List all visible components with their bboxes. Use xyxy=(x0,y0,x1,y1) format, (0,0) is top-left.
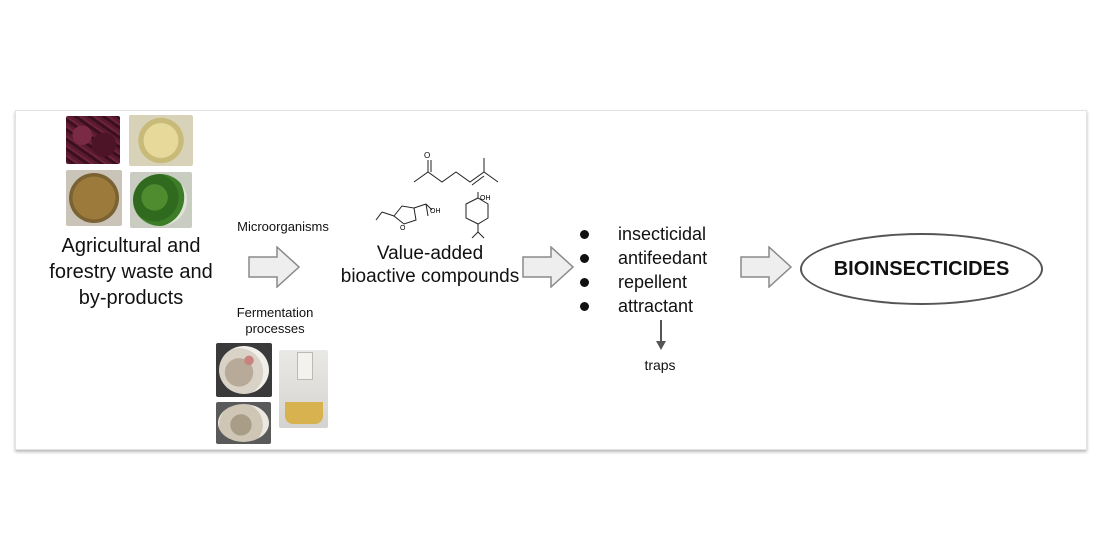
down-arrow-icon xyxy=(656,320,666,350)
ether-ring-oxygen-label: O xyxy=(400,225,406,232)
fungal-plate-1 xyxy=(219,346,269,394)
terpineol-hydroxyl-label: OH xyxy=(480,195,491,202)
photo-green-dish xyxy=(130,172,192,228)
process-arrow-1 xyxy=(248,246,300,288)
fungal-plate-2 xyxy=(218,404,269,442)
photo-flask xyxy=(279,350,328,428)
fermentation-label: Fermentation processes xyxy=(236,305,314,336)
compounds-label: Value-added bioactive compounds xyxy=(340,243,520,287)
bullet-dot xyxy=(580,278,589,287)
photo-fungal-plate-1 xyxy=(216,343,272,397)
bullet-dot xyxy=(580,230,589,239)
process-arrow-3 xyxy=(740,246,792,288)
photo-yellow-waste xyxy=(129,115,193,166)
bioinsecticides-ellipse: BIOINSECTICIDES xyxy=(800,233,1043,305)
ketone-oxygen-label: O xyxy=(424,151,430,160)
process-arrow-2 xyxy=(522,246,574,288)
final-label: BIOINSECTICIDES xyxy=(833,257,1010,280)
grain-dish xyxy=(69,173,119,223)
terpineol-molecule: OH xyxy=(465,192,491,239)
flask-liquid xyxy=(285,402,323,424)
flask-neck xyxy=(297,352,313,380)
photo-fungal-plate-2 xyxy=(216,402,271,444)
bullet-dot xyxy=(580,254,589,263)
green-dish xyxy=(133,174,187,226)
ether-hydroxyl-label: OH xyxy=(430,208,441,215)
photo-red-waste xyxy=(66,116,120,164)
source-label: Agricultural and forestry waste and by-p… xyxy=(49,235,213,309)
ether-molecule: OH O xyxy=(375,203,441,232)
bullet-dot xyxy=(580,302,589,311)
ketone-molecule: O xyxy=(413,151,499,186)
photo-grain-dish xyxy=(66,170,122,226)
microorganisms-label: Microorganisms xyxy=(237,219,329,234)
traps-label: traps xyxy=(644,357,676,373)
